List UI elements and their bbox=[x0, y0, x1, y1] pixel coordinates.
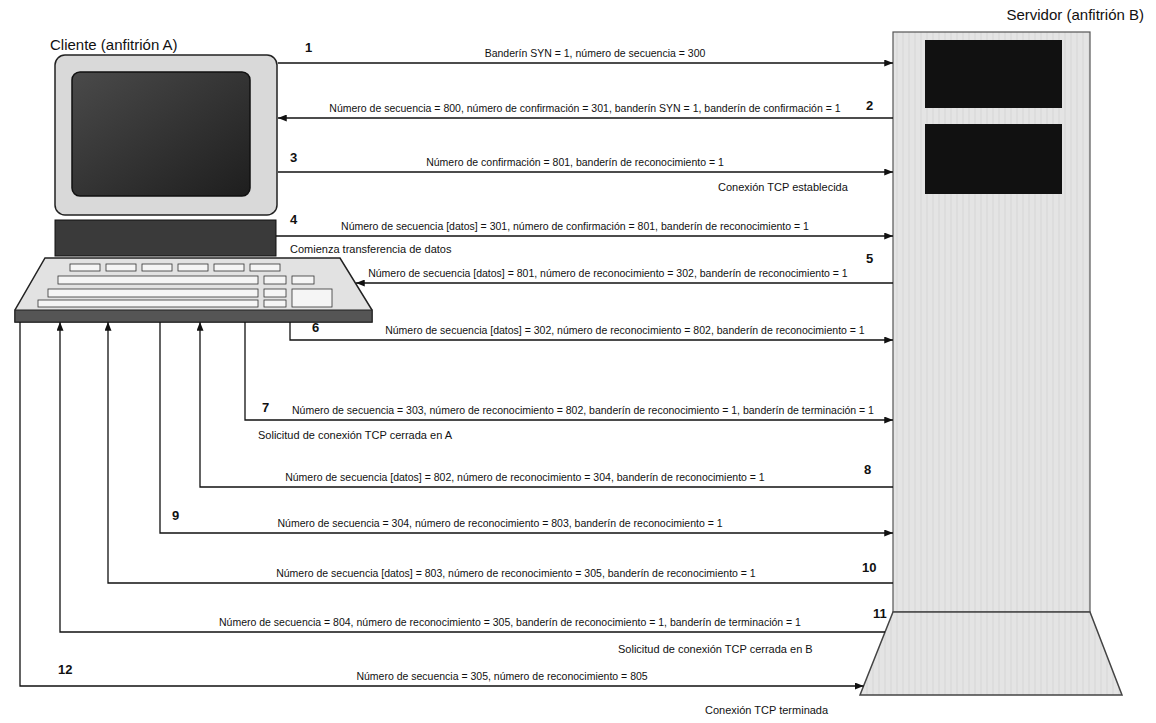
message-arrow bbox=[278, 171, 893, 172]
message-label: Número de secuencia [datos] = 301, númer… bbox=[339, 220, 811, 233]
message-label: Número de secuencia = 304, número de rec… bbox=[276, 517, 725, 530]
callout-number: 1 bbox=[305, 40, 312, 56]
callout-number: 6 bbox=[312, 320, 319, 336]
callout-number: 4 bbox=[290, 212, 297, 228]
callout-number: 12 bbox=[58, 662, 72, 678]
message-label: Banderín SYN = 1, número de secuencia = … bbox=[483, 47, 708, 60]
callout-number: 3 bbox=[290, 150, 297, 166]
server-host: Servidor (anfitrión B) bbox=[858, 4, 1148, 698]
message-arrow bbox=[200, 322, 893, 487]
message-arrow bbox=[108, 322, 893, 583]
message-arrow bbox=[60, 322, 885, 632]
client-host: Cliente (anfitrión A) bbox=[12, 32, 374, 323]
callout-number: 2 bbox=[866, 98, 873, 114]
message-arrow bbox=[278, 62, 893, 63]
state-note: Conexión TCP establecida bbox=[718, 180, 848, 194]
callout-number: 11 bbox=[873, 606, 887, 622]
message-label: Número de secuencia [datos] = 802, númer… bbox=[283, 471, 767, 484]
message-arrow bbox=[160, 322, 893, 533]
state-note: Solicitud de conexión TCP cerrada en A bbox=[258, 428, 452, 442]
server-tower bbox=[860, 32, 1122, 695]
host-title: Servidor (anfitrión B) bbox=[1006, 6, 1144, 24]
message-label: Número de secuencia [datos] = 801, númer… bbox=[366, 267, 850, 280]
callout-number: 9 bbox=[172, 508, 179, 524]
state-note: Solicitud de conexión TCP cerrada en B bbox=[618, 642, 813, 656]
message-label: Número de secuencia = 800, número de con… bbox=[327, 102, 842, 115]
state-note: Conexión TCP terminada bbox=[705, 703, 828, 717]
message-arrow bbox=[20, 322, 864, 686]
message-label: Número de secuencia [datos] = 803, númer… bbox=[274, 567, 758, 580]
message-arrow bbox=[276, 235, 893, 236]
message-arrow bbox=[290, 322, 893, 340]
callout-number: 8 bbox=[864, 462, 871, 478]
host-title: Cliente (anfitrión A) bbox=[50, 36, 178, 54]
state-note: Comienza transferencia de datos bbox=[290, 242, 451, 256]
message-label: Número de secuencia [datos] = 302, númer… bbox=[383, 324, 867, 337]
message-arrow bbox=[356, 282, 893, 283]
message-arrow bbox=[278, 117, 893, 118]
message-label: Número de secuencia = 305, número de rec… bbox=[354, 670, 649, 683]
message-label: Número de secuencia = 804, número de rec… bbox=[217, 616, 803, 629]
callout-number: 10 bbox=[862, 560, 876, 576]
message-arrow bbox=[245, 322, 893, 420]
client-computer bbox=[15, 55, 372, 322]
message-label: Número de confirmación = 801, banderín d… bbox=[424, 156, 726, 169]
callout-number: 5 bbox=[866, 251, 873, 267]
message-label: Número de secuencia = 303, número de rec… bbox=[290, 404, 876, 417]
callout-number: 7 bbox=[262, 400, 269, 416]
